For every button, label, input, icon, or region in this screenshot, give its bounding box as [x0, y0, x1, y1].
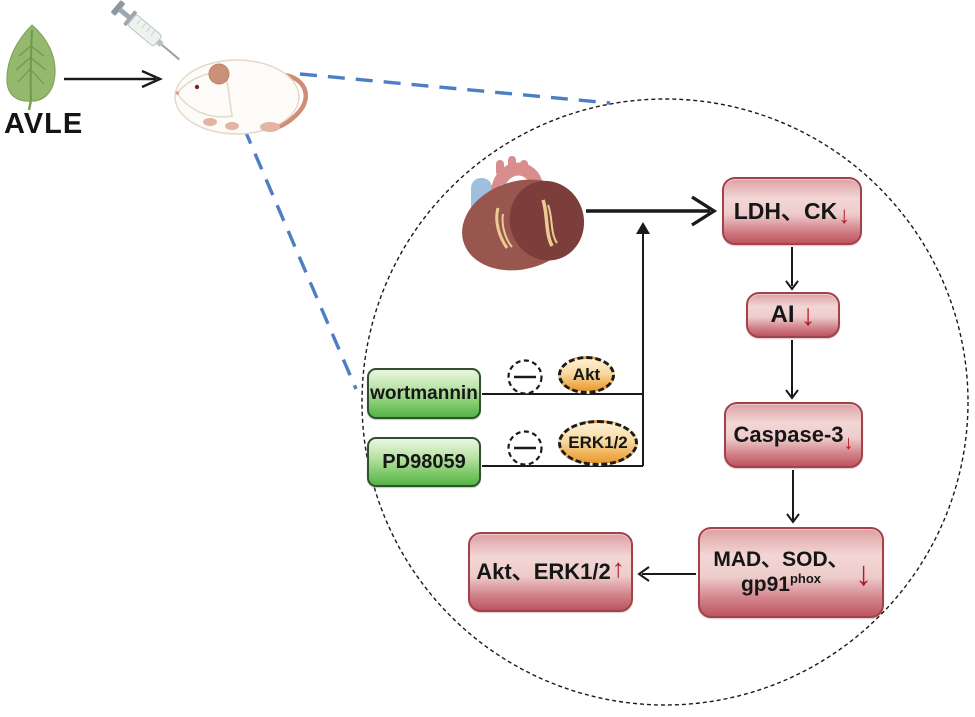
zoom-callout-lines	[242, 72, 611, 390]
activation-arrow-up	[636, 222, 650, 466]
ldh-ck-label: LDH、CK	[733, 197, 838, 224]
inhibition-icon	[507, 359, 543, 395]
down-arrow-glyph: ↓	[855, 555, 872, 593]
erk-oval: ERK1/2	[558, 420, 638, 466]
inhibition-icon	[507, 430, 543, 466]
gp91-superscript: phox	[789, 571, 822, 586]
syringe-icon	[111, 0, 180, 61]
leaf-icon	[6, 24, 56, 111]
mouse-icon	[174, 59, 309, 135]
mouse-ear	[208, 63, 230, 85]
mad-sod-gp91-box: MAD、SOD、 gp91phox ↓	[698, 527, 884, 618]
pd98059-box: PD98059	[367, 437, 481, 487]
down-arrow-glyph: ↓	[838, 202, 851, 230]
administration-arrow	[64, 69, 163, 89]
mouse-eye	[194, 84, 200, 90]
caspase3-label: Caspase-3	[733, 422, 844, 448]
akt-erk-label: Akt、ERK1/2	[476, 559, 611, 585]
akt-oval: Akt	[558, 356, 615, 394]
zoom-callout-line-top	[299, 72, 611, 105]
erk-label: ERK1/2	[568, 433, 628, 453]
zoom-callout-line-bottom	[242, 127, 358, 390]
ai-label: AI	[770, 301, 795, 329]
gp91-base: gp91	[740, 573, 790, 596]
mad-sod-gp91-label: MAD、SOD、 gp91phox	[700, 548, 882, 597]
cascade-arrow-caspase-to-mad	[786, 470, 800, 524]
heart-icon	[462, 156, 585, 271]
ai-box: AI↓	[746, 292, 840, 338]
akt-erk-box: Akt、ERK1/2↑	[468, 532, 633, 612]
cascade-arrow-ai-to-caspase	[785, 340, 799, 400]
down-arrow-glyph: ↓	[843, 431, 854, 454]
mad-sod-line1: MAD、SOD、	[713, 547, 849, 571]
avle-label: AVLE	[4, 108, 84, 140]
heart-output-arrow	[586, 195, 718, 227]
pd98059-label: PD98059	[382, 450, 466, 473]
caspase3-box: Caspase-3↓	[724, 402, 863, 468]
down-arrow-glyph: ↓	[800, 298, 816, 332]
wortmannin-label: wortmannin	[370, 382, 478, 404]
ldh-ck-box: LDH、CK↓	[722, 177, 862, 245]
up-arrow-glyph: ↑	[611, 553, 625, 584]
cascade-arrow-ldh-to-ai	[785, 247, 799, 291]
wortmannin-box: wortmannin	[367, 368, 481, 419]
feedback-arrow-mad-to-akterk	[637, 566, 696, 582]
akt-label: Akt	[572, 365, 601, 385]
